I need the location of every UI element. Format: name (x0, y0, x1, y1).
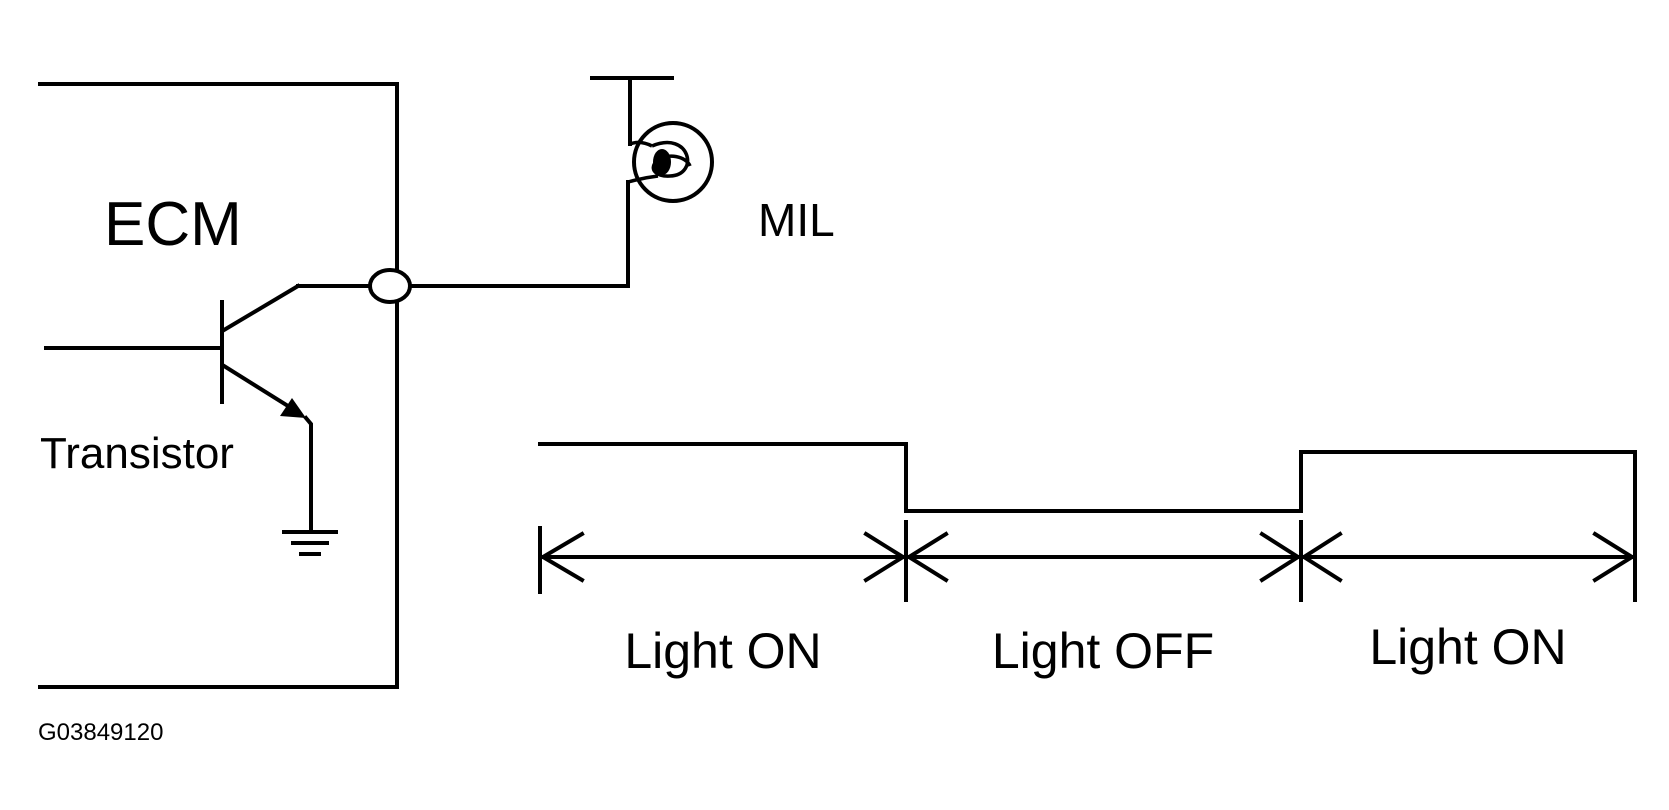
arrowhead-right-3-icon (1592, 531, 1636, 583)
ecm-label: ECM (104, 190, 242, 259)
timing-label-segment-1: Light ON (624, 623, 821, 679)
emitter-lead (221, 363, 299, 414)
timing-dimension-lines (538, 510, 1637, 602)
arrowhead-right-2-icon (1259, 531, 1302, 583)
mil-label: MIL (758, 194, 835, 246)
connector-terminal-icon (368, 268, 412, 304)
arrowhead-left-1-icon (539, 531, 585, 583)
collector-lead (221, 283, 301, 333)
timing-waveform (538, 442, 1637, 514)
mil-supply (590, 76, 674, 146)
figure-id: G03849120 (38, 719, 163, 746)
transistor-label: Transistor (40, 429, 234, 478)
arrowhead-right-1-icon (863, 531, 907, 583)
timing-label-segment-3: Light ON (1369, 619, 1566, 675)
transistor-symbol (44, 283, 372, 534)
ecm-box (38, 82, 399, 689)
emitter-arrow-icon (280, 398, 306, 418)
ground-icon (282, 530, 338, 556)
mil-signal-wire (408, 180, 630, 288)
arrowhead-left-3-icon (1300, 531, 1343, 583)
arrowhead-left-2-icon (905, 531, 949, 583)
timing-label-segment-2: Light OFF (992, 623, 1214, 679)
mil-bulb-icon (627, 121, 714, 203)
